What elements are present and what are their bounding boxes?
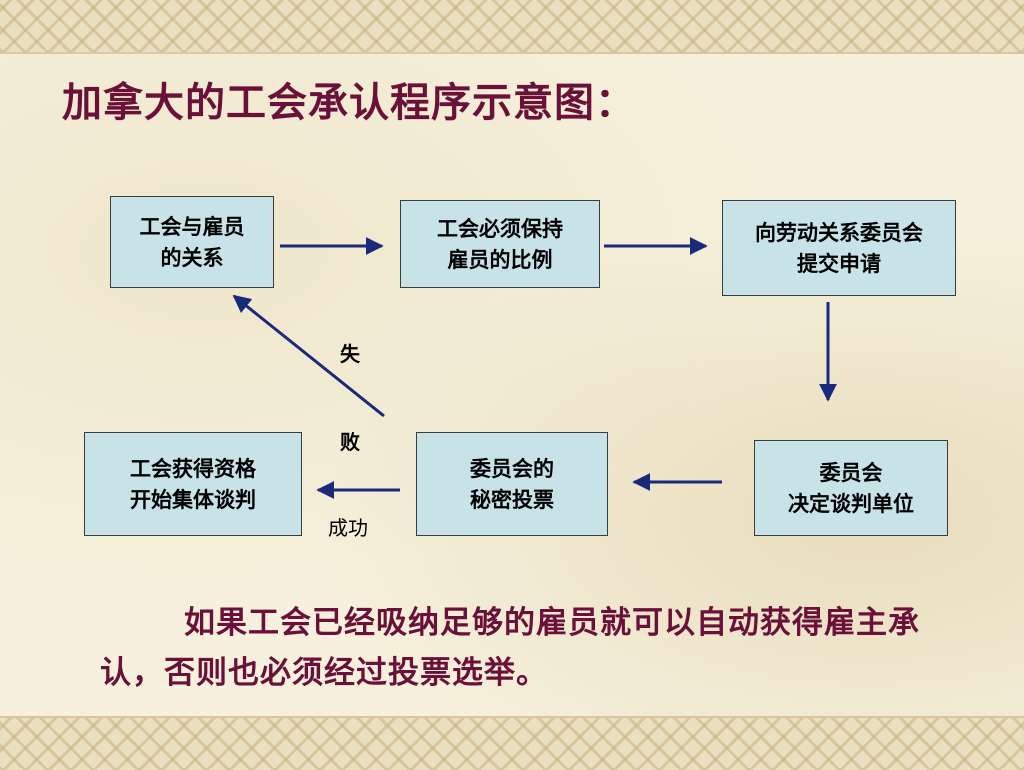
arrow-fail-back	[232, 294, 385, 418]
box-union-relation: 工会与雇员 的关系	[110, 196, 274, 288]
box-submit-application: 向劳动关系委员会 提交申请	[722, 200, 956, 296]
box-qualified-bargaining: 工会获得资格 开始集体谈判	[84, 432, 302, 536]
box-secret-vote: 委员会的 秘密投票	[416, 432, 608, 536]
label-fail-1: 失	[340, 342, 360, 366]
top-decorative-border	[0, 0, 1024, 54]
box-employee-ratio: 工会必须保持 雇员的比例	[400, 200, 600, 288]
label-fail-2: 败	[340, 430, 360, 454]
box-decide-bargaining-unit: 委员会 决定谈判单位	[754, 440, 948, 536]
bottom-decorative-border	[0, 716, 1024, 770]
label-success: 成功	[328, 516, 368, 540]
footer-note: 如果工会已经吸纳足够的雇员就可以自动获得雇主承认，否则也必须经过投票选举。	[100, 605, 920, 691]
background-watermark	[0, 52, 1024, 716]
slide-title: 加拿大的工会承认程序示意图：	[62, 79, 636, 126]
